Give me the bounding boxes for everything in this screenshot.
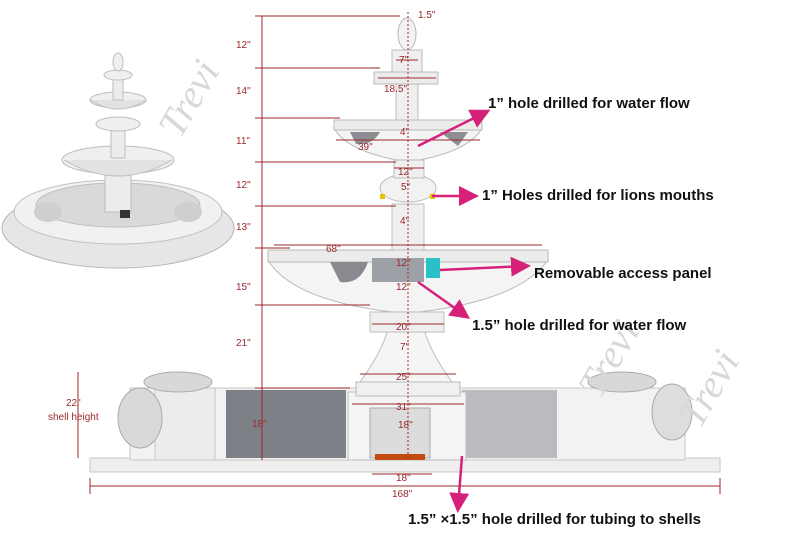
dim-height-11: 11" (236, 136, 250, 147)
dim-height-18: 18" (252, 419, 267, 430)
callout-water-flow-1-5in: 1.5” hole drilled for water flow (472, 317, 687, 334)
dim-shell-height-value: 22" (66, 398, 81, 409)
dim-height-14: 14" (236, 86, 251, 97)
dim-pedestal-base-width: 31" (396, 402, 411, 413)
dim-top-width: 1.5" (418, 10, 436, 21)
dim-upper-bowl-width: 39" (358, 142, 373, 153)
dimension-labels: 1.5" 7" 18.5" 39" 4" 12" 5" 4" 68" 12" 1… (48, 10, 436, 500)
dim-pedestal-neck: 7" (400, 342, 410, 353)
dim-top-tier-width: 7" (399, 55, 409, 66)
callout-arrows (417, 109, 531, 513)
dim-height-12-top: 12" (236, 40, 251, 51)
dim-pipe-mid: 4" (400, 216, 410, 227)
dim-panel-bottom: 12" (396, 282, 411, 293)
watermark: Trevi (149, 52, 228, 144)
dim-lion-band: 5" (401, 182, 411, 193)
dim-overall-width: 168" (392, 489, 413, 500)
callout-texts: 1” hole drilled for water flow 1” Holes … (408, 95, 714, 528)
dim-collar-upper: 12" (398, 167, 413, 178)
callout-lions-mouths: 1” Holes drilled for lions mouths (482, 187, 714, 204)
dim-finial-base-width: 18.5" (384, 84, 407, 95)
dim-pedestal-top-width: 20" (396, 322, 411, 333)
dim-ground-base: 18" (396, 473, 411, 484)
dim-pipe-upper: 4" (400, 127, 410, 138)
callout-access-panel: Removable access panel (534, 265, 712, 282)
dim-height-13: 13" (236, 222, 251, 233)
callout-water-flow-1in: 1” hole drilled for water flow (488, 95, 690, 112)
dimension-lines (77, 12, 721, 494)
dim-height-15: 15" (236, 282, 251, 293)
dim-inner-base: 18" (398, 420, 413, 431)
dim-height-12-mid: 12" (236, 180, 251, 191)
dim-panel-top: 12" (396, 258, 411, 269)
thumbnail-fountain (1, 52, 235, 269)
pedestal (347, 311, 467, 461)
dim-pedestal-mid-width: 25" (396, 372, 411, 383)
dim-height-21: 21" (236, 338, 251, 349)
dim-shell-height-label: shell height (48, 412, 99, 423)
top-tier (373, 17, 439, 121)
callout-tubing-hole: 1.5” ×1.5” hole drilled for tubing to sh… (408, 511, 701, 528)
dim-lower-bowl-width: 68" (326, 244, 341, 255)
